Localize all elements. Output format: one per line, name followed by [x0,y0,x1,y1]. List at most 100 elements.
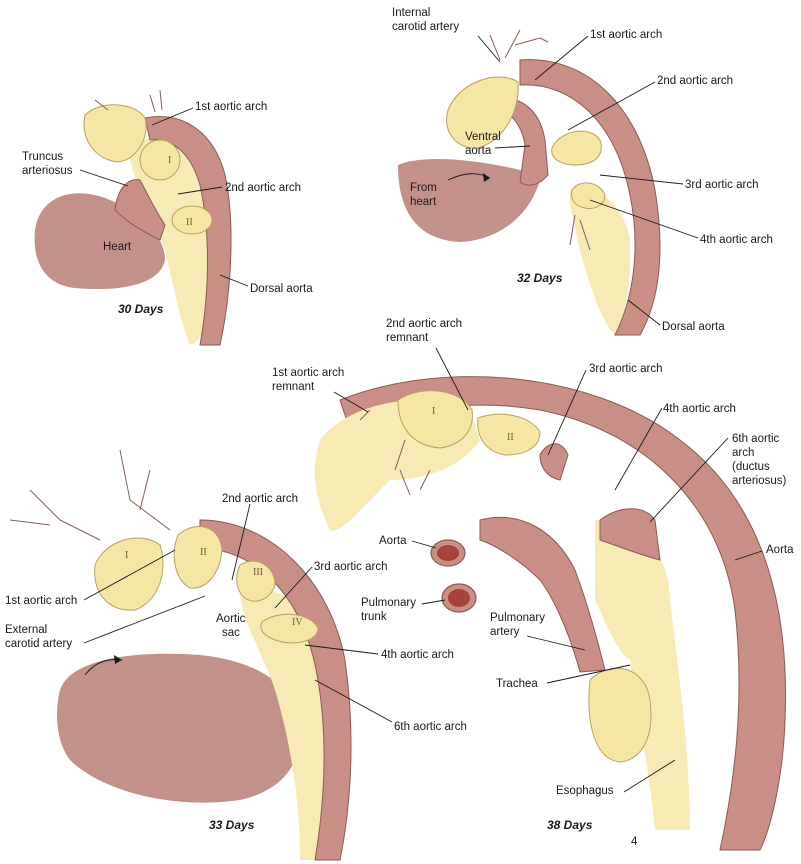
title-30-days: 30 Days [118,302,164,316]
leader-38-arch2-remnant [435,347,469,411]
label-38-arch3: 3rd aortic arch [589,363,663,375]
leader-38-arch3 [547,369,587,456]
arch6-38 [599,508,661,561]
label-30-heart: Heart [103,241,132,253]
branch-30 [94,89,163,113]
title-33-days: 33 Days [209,818,255,832]
branches-32 [489,29,591,251]
label-33-aortic-sac-2: sac [222,627,240,639]
leader-33-arch6 [314,679,393,723]
label-32-arch2: 2nd aortic arch [657,75,733,87]
label-33-aortic-sac-1: Aortic [216,613,246,625]
label-32-ventral-1: Ventral [465,131,501,143]
label-38-arch1-remnant-2: remnant [272,381,315,393]
label-33-arch2: 2nd aortic arch [222,493,298,505]
label-33-ext-carotid-2: carotid artery [5,638,72,650]
panel-38-days: I II 2nd aortic arch remnant 1st aortic … [272,318,794,851]
label-38-aorta-right: Aorta [766,544,794,556]
leader-38-esophagus [623,759,676,793]
label-38-arch6-3: (ductus [732,461,770,473]
leader-38-aorta-left [411,540,437,549]
label-33-ext-carotid-1: External [5,624,47,636]
label-33-arch1: 1st aortic arch [5,595,77,607]
leader-32-ventral [494,145,531,149]
label-32-from-heart-2: heart [410,196,437,208]
pouch-38-II [477,413,541,456]
pouch-30-II [171,205,213,235]
label-38-pulm-trunk-1: Pulmonary [361,597,416,609]
leader-38-arch6 [649,437,729,523]
arch3-38 [539,443,569,481]
corner-mark: 4 [631,836,638,848]
label-33-arch6: 6th aortic arch [394,721,467,733]
leader-38-trachea [546,664,631,684]
label-33-arch4: 4th aortic arch [381,649,454,661]
pharynx-32 [569,189,631,335]
arrowhead-33 [114,655,122,664]
label-32-arch3: 3rd aortic arch [685,179,759,191]
dorsal-aorta-30 [144,116,232,346]
leader-30-arch1 [151,107,194,126]
label-32-ica-1: Internal [392,7,430,19]
label-32-arch4: 4th aortic arch [700,234,773,246]
dorsal-aorta-32 [519,59,661,336]
label-38-arch6-2: arch [732,447,754,459]
panel-33-days: I II III IV 2nd aortic arch 3rd aortic a… [5,449,467,861]
title-38-days: 38 Days [547,818,593,832]
label-38-pulm-artery-2: artery [490,626,520,638]
label-30-truncus-2: arteriosus [22,165,73,177]
label-30-arch2: 2nd aortic arch [225,182,301,194]
leader-38-aorta-right [734,550,763,561]
pouch-32-1 [446,76,519,149]
label-32-ventral-2: aorta [465,145,492,157]
label-32-arch1: 1st aortic arch [590,29,662,41]
branches-38 [359,409,431,496]
pouch-38-I [397,390,473,449]
leader-38-pulm-trunk [421,599,446,605]
pouch-33-IV [260,613,319,644]
leader-38-pulm-artery [526,635,586,651]
panel-32-days: Internal carotid artery 1st aortic arch … [392,7,773,336]
label-38-arch1-remnant-1: 1st aortic arch [272,367,344,379]
leader-32-dorsal [627,299,661,326]
leader-30-truncus [79,169,129,187]
pulmonary-artery-38 [479,516,606,673]
truncus-arteriosus-30 [114,179,166,241]
leader-33-ext-carotid [83,595,206,644]
label-38-arch2-remnant-2: remnant [386,332,429,344]
pouch-32-3 [571,182,606,209]
label-30-arch1: 1st aortic arch [195,101,267,113]
label-38-arch6-1: 6th aortic [732,433,780,445]
leader-32-ica [477,35,501,63]
pouch-label-33-II: II [200,547,207,558]
pouch-label-33-III: III [253,567,263,578]
label-38-pulm-trunk-2: trunk [361,611,387,623]
pouch-33-II [173,526,223,589]
pouch-30-I [139,139,181,181]
leader-33-arch4 [304,644,379,655]
pouch-33-I [94,537,164,611]
leader-32-arch1 [534,35,589,81]
pouch-label-33-IV: IV [292,617,303,628]
label-30-truncus-1: Truncus [22,151,63,163]
leader-32-arch3 [599,174,684,185]
leader-38-arch4 [614,407,663,491]
trachea-esophagus-38 [595,520,690,830]
lung-bud-38 [588,667,652,763]
pouch-label-30-I: I [168,155,171,166]
arrowhead-32 [483,173,490,182]
panel-30-days: I II 1st aortic arch 2nd aortic arch Tru… [22,89,313,346]
leader-33-arch3 [274,566,313,609]
pharynx-33 [240,588,334,860]
branches-33 [9,449,171,541]
label-32-from-heart-1: From [410,182,437,194]
label-38-arch6-4: arteriosus) [732,475,786,487]
dorsal-aorta-33 [199,519,352,861]
leader-32-arch4 [589,199,699,239]
pouch-label-38-II: II [507,432,514,443]
label-33-arch3: 3rd aortic arch [314,561,388,573]
leader-30-dorsal [219,274,249,287]
label-38-esophagus: Esophagus [556,785,614,797]
